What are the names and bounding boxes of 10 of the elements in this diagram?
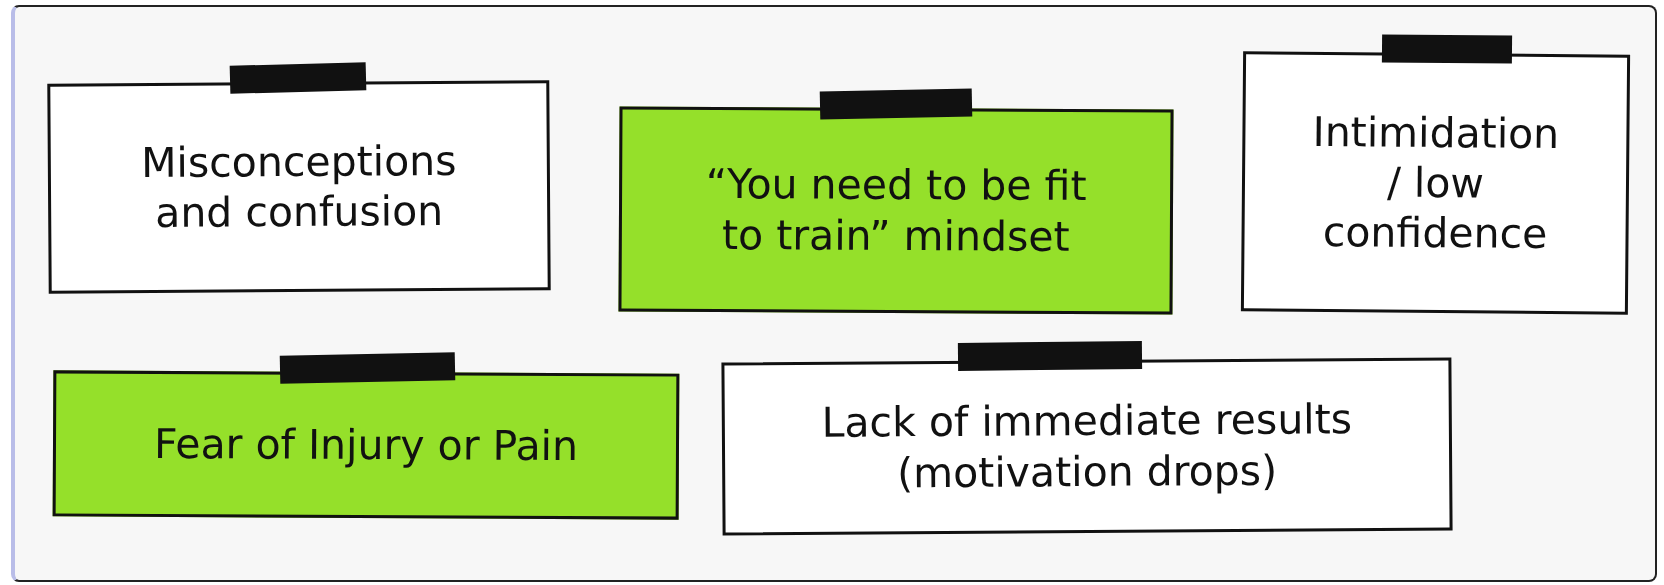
card-text: “You need to be fit to train” mindset bbox=[704, 159, 1088, 262]
note-card bbox=[52, 370, 680, 520]
card-text: Lack of immediate results (motivation drops) bbox=[820, 394, 1354, 499]
card-text: Misconceptions and confusion bbox=[139, 135, 458, 239]
note-card bbox=[721, 357, 1453, 536]
note-card bbox=[1240, 51, 1631, 315]
card-text: Intimidation / low confidence bbox=[1311, 106, 1561, 260]
note-card bbox=[618, 106, 1174, 315]
note-card bbox=[47, 80, 551, 294]
card-text: Fear of Injury or Pain bbox=[152, 418, 580, 472]
